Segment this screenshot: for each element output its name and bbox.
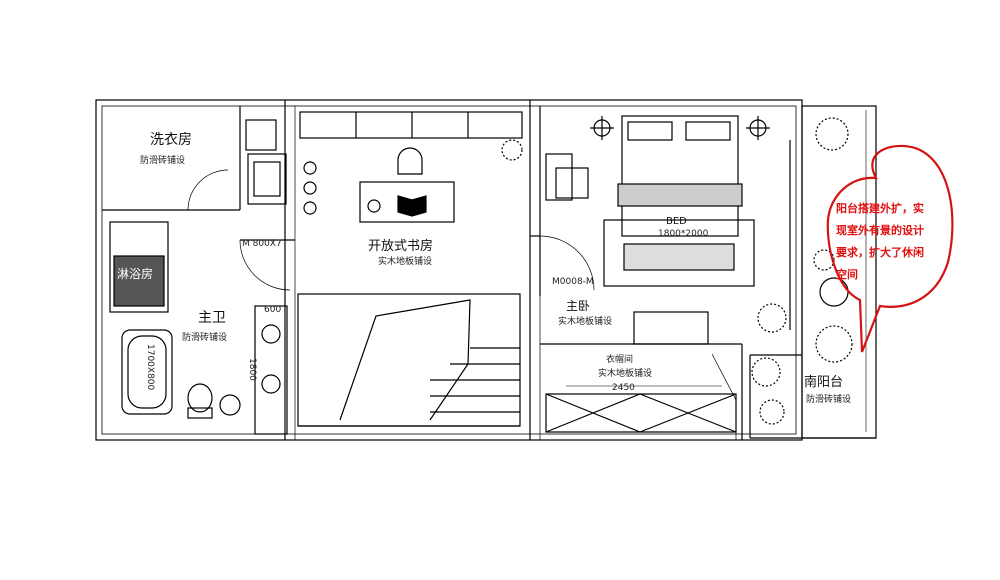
study-label: 开放式书房 (368, 238, 433, 254)
laundry-label: 洗衣房 (150, 132, 192, 148)
closet-dim: 2450 (612, 383, 635, 393)
basin-dim: 600 (264, 305, 281, 315)
desk (359, 181, 455, 223)
door-dim-bath: M 800X7 (242, 239, 282, 249)
annotation-line-1: 阳台搭建外扩，实 (836, 201, 924, 215)
shower-tray (113, 255, 165, 307)
basin-icon (261, 324, 281, 344)
plant-icon (751, 357, 781, 387)
chair-icon (397, 147, 423, 175)
plant-icon (759, 399, 785, 425)
door-dim-master: M0008-M (552, 277, 594, 287)
plant-icon (757, 303, 787, 333)
balcony-finish: 防滑砖铺设 (806, 393, 851, 405)
wardrobe (545, 393, 737, 433)
bathtub-dim: 1700X800 (145, 344, 155, 391)
bed (621, 115, 739, 237)
plant-icon (815, 117, 849, 151)
laundry-finish: 防滑砖铺设 (140, 154, 185, 166)
basin-icon (261, 374, 281, 394)
shower-label: 淋浴房 (117, 266, 153, 281)
washer-icon (247, 153, 287, 205)
vanity-counter (254, 305, 288, 435)
study-finish: 实木地板铺设 (378, 255, 432, 267)
master-finish: 实木地板铺设 (558, 315, 612, 327)
plant-icon (815, 325, 853, 363)
annotation-line-2: 现室外有景的设计 (836, 223, 924, 237)
bed-size: 1800*2000 (658, 229, 709, 239)
closet-finish: 实木地板铺设 (598, 367, 652, 379)
annotation-line-4: 空间 (836, 267, 858, 281)
staircase (297, 293, 521, 427)
balcony-label: 南阳台 (804, 374, 843, 390)
bath-label: 主卫 (198, 310, 226, 326)
annotation-line-3: 要求，扩大了休闲 (836, 245, 924, 259)
bath-finish: 防滑砖铺设 (182, 331, 227, 343)
bed-label: BED (666, 216, 687, 227)
master-label: 主卧 (566, 299, 590, 313)
bathtub (121, 329, 173, 415)
closet-label: 衣帽间 (606, 353, 633, 365)
plant-icon (501, 139, 523, 161)
annotation-bubble (826, 144, 954, 353)
counter-dim: 1800 (247, 358, 257, 381)
toilet (187, 383, 213, 413)
book-icon (397, 195, 427, 217)
